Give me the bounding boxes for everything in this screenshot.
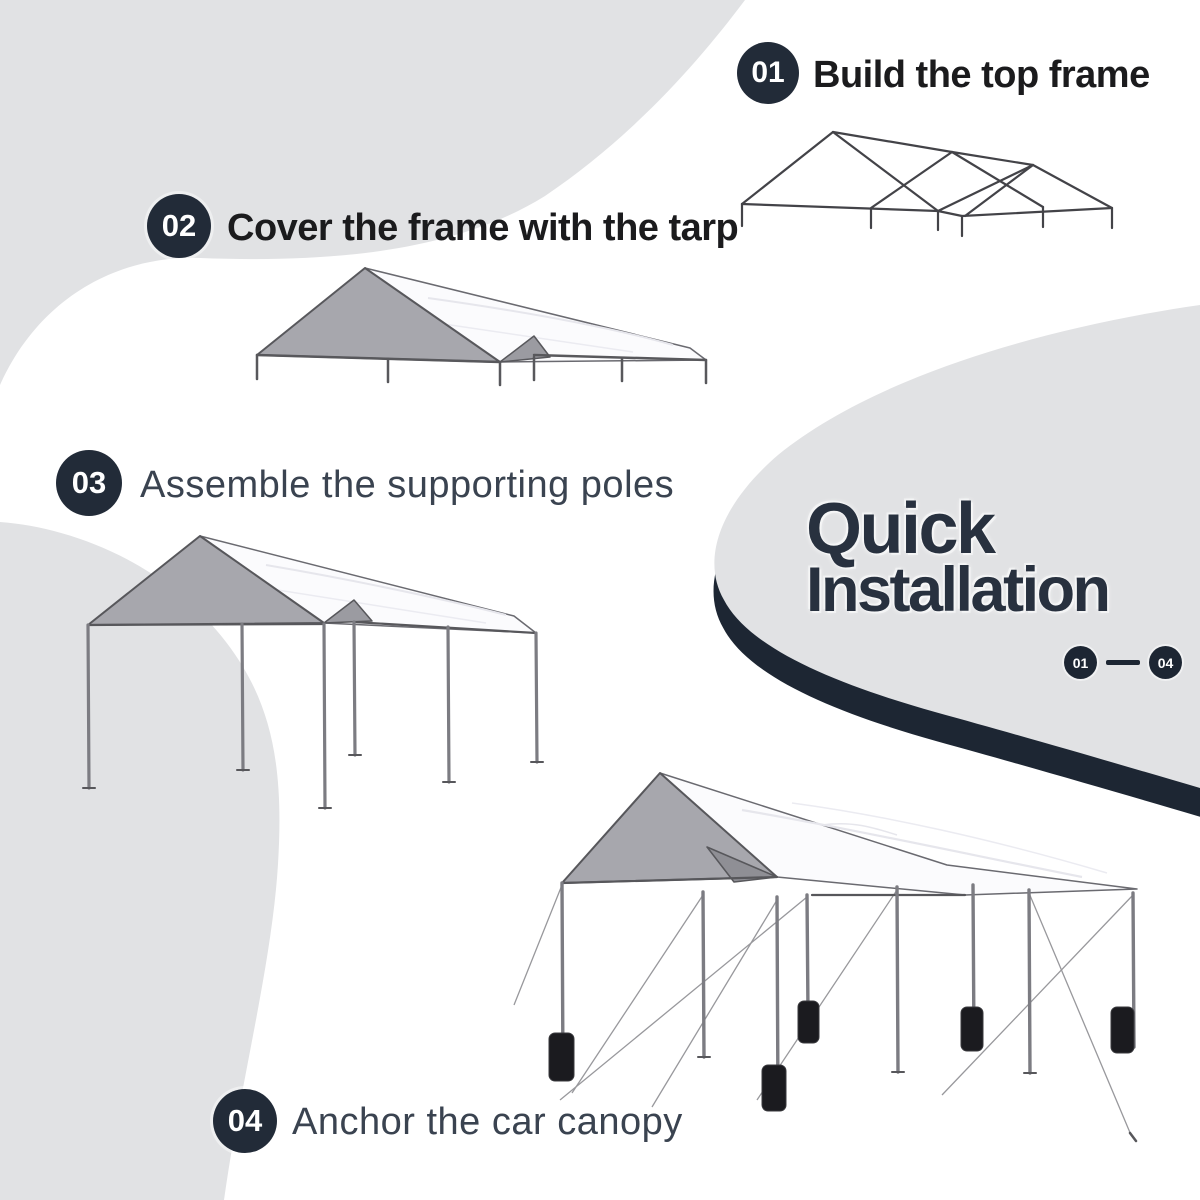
range-end-badge: 04 — [1149, 646, 1182, 679]
step3-number-badge: 03 — [56, 450, 122, 516]
page-title: Quick Installation — [806, 489, 1200, 626]
step2-number-badge: 02 — [147, 194, 211, 258]
anchored-canopy-illustration — [513, 772, 1138, 1143]
range-dash — [1106, 660, 1140, 665]
step2-label: Cover the frame with the tarp — [227, 207, 739, 249]
step-range-indicator: 01 04 — [1064, 646, 1182, 679]
tarp-covered-frame-illustration — [255, 267, 708, 387]
supporting-poles-illustration — [82, 535, 544, 810]
step1-number-badge: 01 — [737, 42, 799, 104]
top-frame-wireframe-illustration — [740, 130, 1114, 238]
page-title-line2: Installation — [806, 555, 1111, 626]
range-start-badge: 01 — [1064, 646, 1097, 679]
step1-label: Build the top frame — [813, 54, 1150, 96]
step4-label: Anchor the car canopy — [292, 1101, 683, 1143]
page-title-line1: Quick — [806, 489, 996, 569]
step4-number-badge: 04 — [213, 1089, 277, 1153]
step3-label: Assemble the supporting poles — [140, 464, 675, 506]
